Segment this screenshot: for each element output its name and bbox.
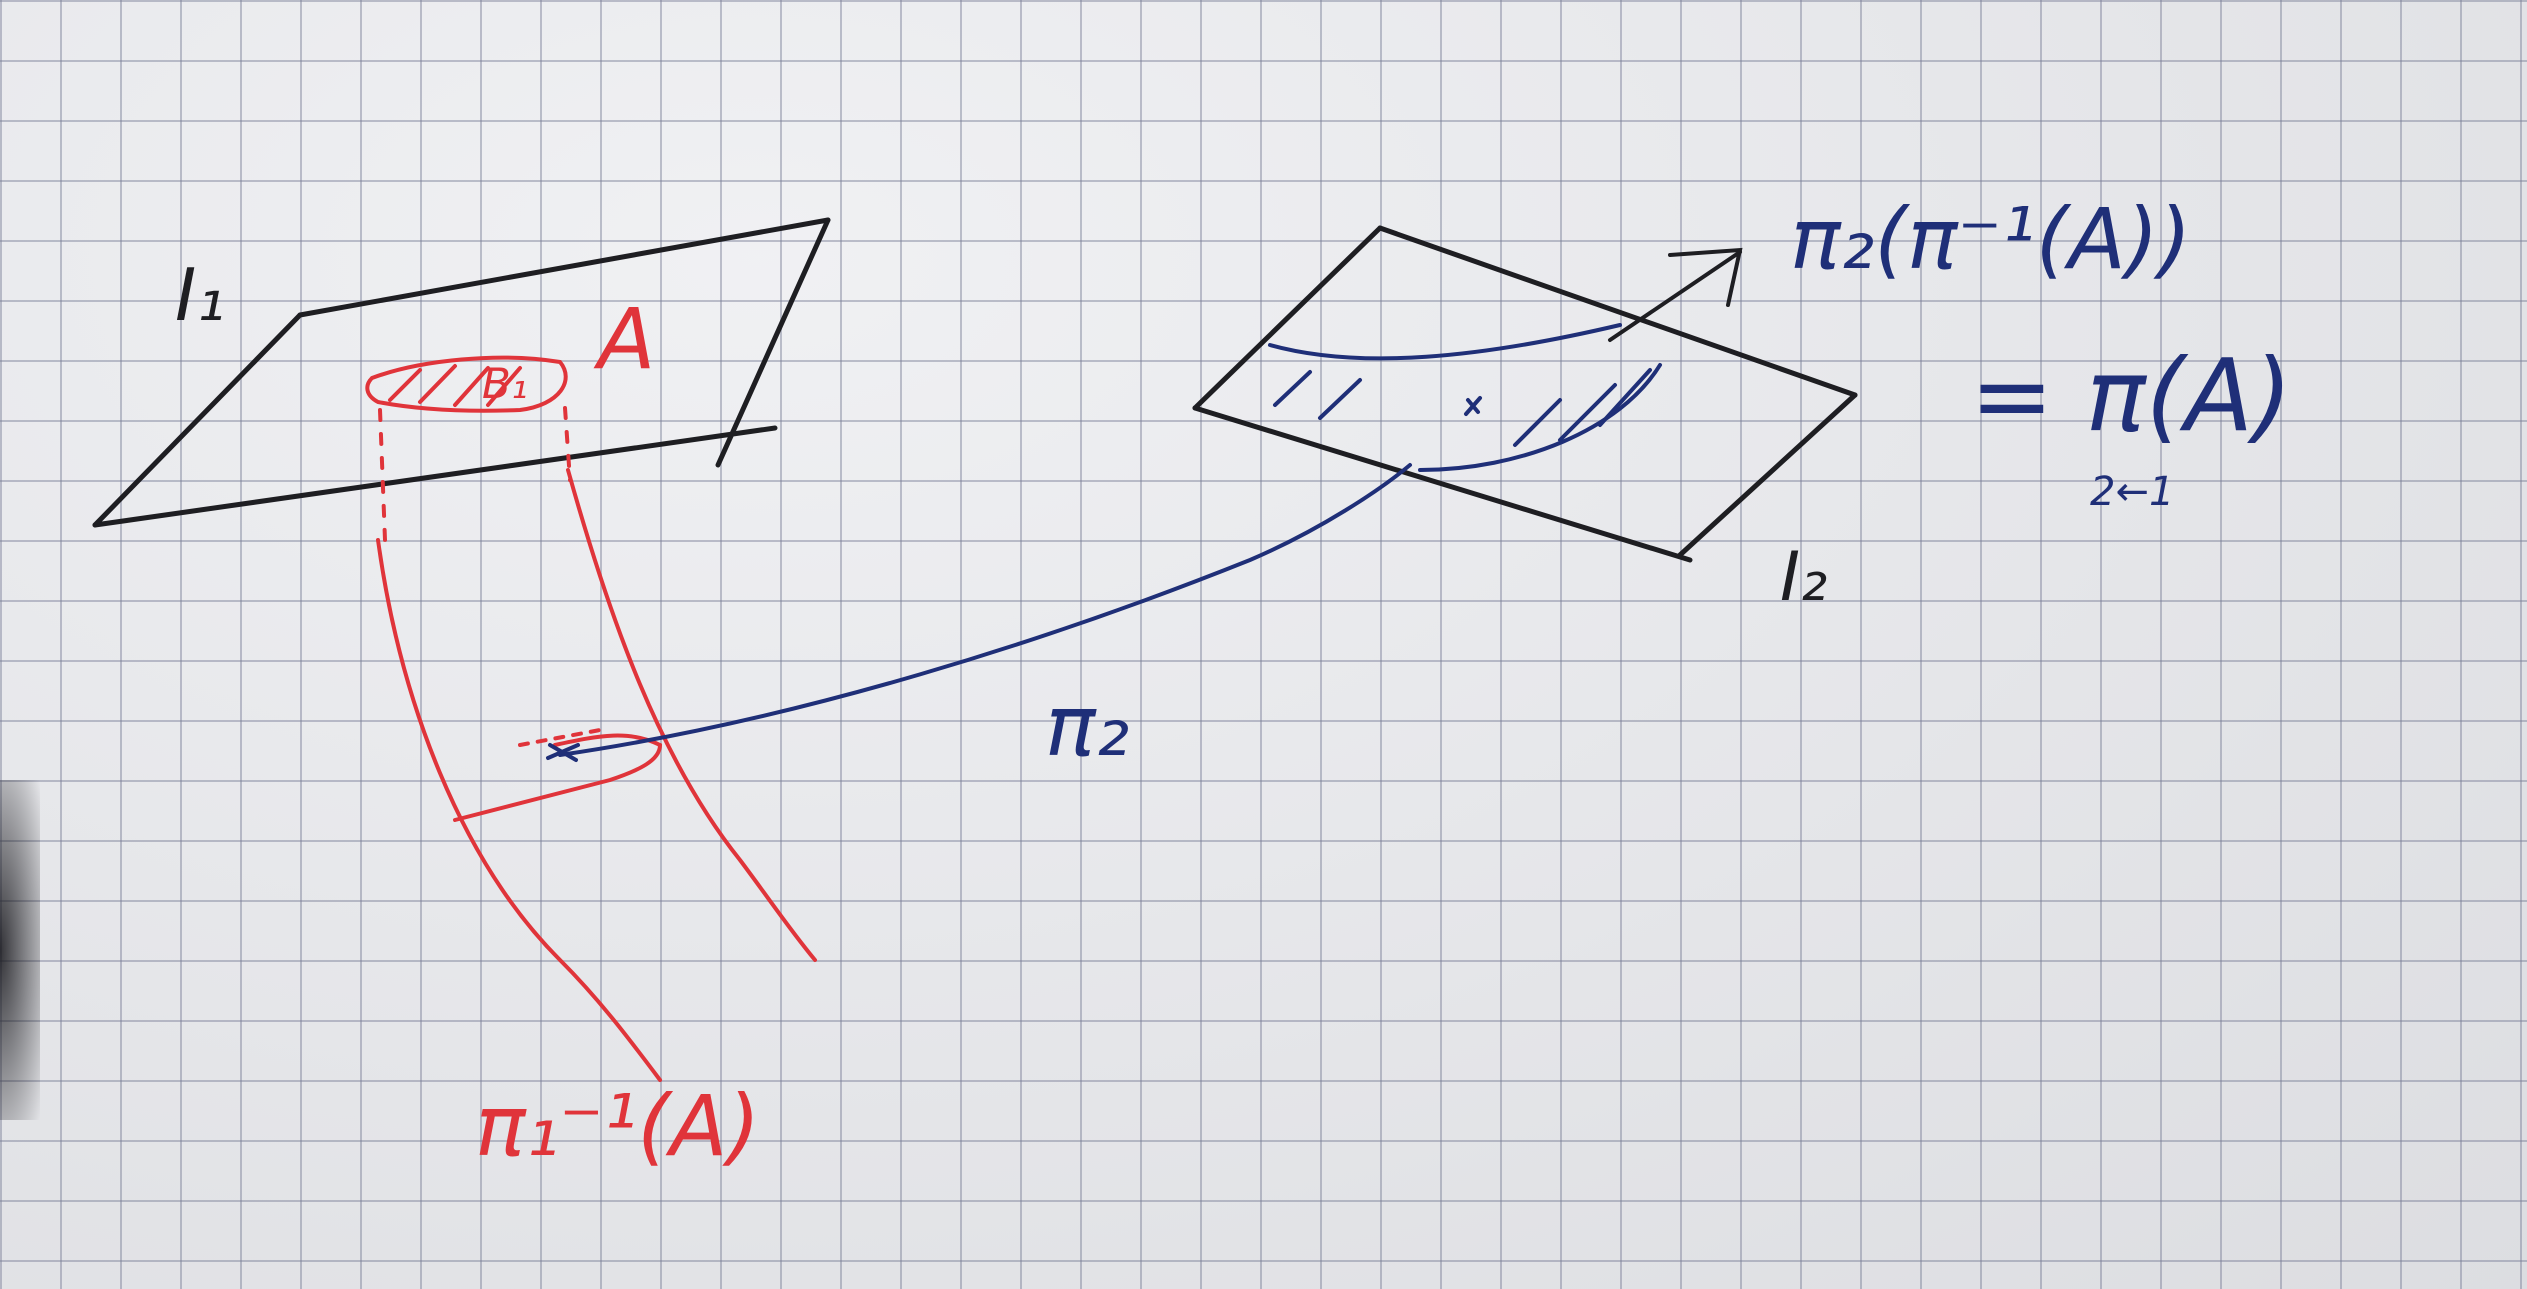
finger-shadow — [0, 780, 40, 1120]
tube-right-curve — [566, 468, 817, 962]
plane-i1-bottom-edge — [92, 425, 778, 528]
label-space-i1: I₁ — [175, 253, 225, 337]
label-result-line-2: = π(A) — [1970, 337, 2292, 454]
set-b1-outline — [365, 355, 568, 413]
label-set-b1: B₁ — [482, 359, 528, 408]
plane-i2 — [1192, 225, 1858, 563]
preimage-tube — [376, 406, 817, 1082]
result-arrow-shaft — [1608, 250, 1742, 342]
label-result-subscript: 2←1 — [2090, 469, 2174, 515]
tube-cross-section — [453, 743, 662, 822]
label-space-i2: I₂ — [1780, 538, 1827, 617]
label-result-line-1: π₂(π⁻¹(A)) — [1790, 190, 2191, 288]
plane-i2-top-edge — [1377, 225, 1858, 398]
plane-i2-left-edge — [1192, 225, 1383, 411]
plane-i1 — [92, 217, 831, 528]
label-projection-pi2: π₂ — [1045, 677, 1129, 775]
result-arrow-head — [1668, 247, 1743, 307]
projection-curve — [558, 463, 1412, 757]
label-preimage: π₁⁻¹(A) — [475, 1077, 760, 1175]
plane-i2-right-edge — [1677, 392, 1858, 558]
set-b1-region — [365, 355, 568, 413]
plane-i2-bottom-edge — [1192, 405, 1693, 563]
projection-point-marker — [546, 743, 580, 762]
plane-i1-left-edge — [92, 312, 303, 528]
label-set-a: A — [593, 290, 655, 388]
plane-i1-right-edge — [715, 217, 831, 468]
image-region-lower-arc — [1418, 363, 1662, 472]
plane-i1-top-edge — [297, 217, 831, 318]
image-region-upper-arc — [1268, 323, 1622, 361]
projection-pi2 — [546, 247, 1743, 762]
tube-dashed-left — [378, 408, 387, 542]
image-point-marker — [1464, 396, 1482, 416]
tube-left-curve — [376, 538, 662, 1082]
